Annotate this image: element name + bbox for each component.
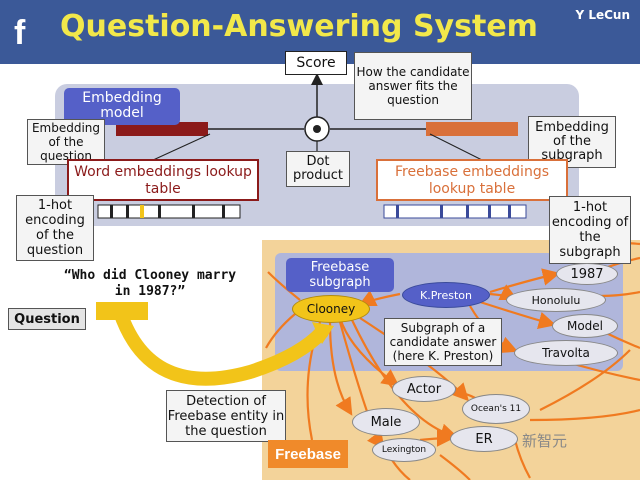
subgraph-candidate-label: Subgraph of a candidate answer (here K. …	[384, 318, 502, 366]
node-lexington: Lexington	[372, 438, 436, 462]
node-honolulu: Honolulu	[506, 288, 606, 312]
node-actor: Actor	[392, 376, 456, 402]
how-fits-label: How the candidate answer fits the questi…	[354, 52, 472, 120]
detection-arrowhead	[312, 322, 334, 344]
node-kpreston: K.Preston	[402, 282, 490, 308]
dot-product-dot	[313, 125, 321, 133]
score-label: Score	[285, 51, 347, 75]
word-embeddings-lookup-table: Word embeddings lookup table	[67, 159, 259, 201]
node-oceans11: Ocean's 11	[462, 394, 530, 424]
freebase-embeddings-lookup-table: Freebase embeddings lookup table	[376, 159, 568, 201]
dot-product-label: Dot product	[286, 151, 350, 187]
page-title: Question-Answering System	[60, 9, 538, 44]
subgraph-embedding-bar	[426, 122, 518, 136]
author-label: Y LeCun	[575, 8, 630, 22]
graph-edges	[265, 241, 640, 480]
onehot-question-label: 1-hot encoding of the question	[16, 195, 94, 261]
question-embedding-bar	[116, 122, 208, 136]
freebase-logo: Freebase	[268, 440, 348, 468]
detection-label: Detection of Freebase entity in the ques…	[166, 390, 286, 442]
question-label: Question	[8, 308, 86, 330]
question-onehot-bar	[97, 204, 241, 219]
question-text: “Who did Clooney marry in 1987?”	[63, 268, 237, 299]
wechat-watermark: 新智元	[522, 432, 568, 450]
node-travolta: Travolta	[514, 340, 618, 366]
onehot-subgraph-label: 1-hot encoding of the subgraph	[549, 196, 631, 264]
node-model: Model	[552, 314, 618, 338]
freebase-subgraph-label: Freebase subgraph	[286, 258, 394, 292]
node-er: ER	[450, 426, 518, 452]
node-1987: 1987	[556, 263, 618, 285]
node-clooney: Clooney	[292, 295, 370, 323]
node-male: Male	[352, 408, 420, 436]
subgraph-onehot-bar	[383, 204, 527, 219]
question-highlight	[96, 302, 148, 320]
detection-arrow	[113, 305, 329, 386]
facebook-logo-icon: f	[14, 14, 26, 52]
embedding-model-label: Embedding model	[64, 88, 180, 125]
embedding-question-label: Embedding of the question	[27, 119, 105, 165]
